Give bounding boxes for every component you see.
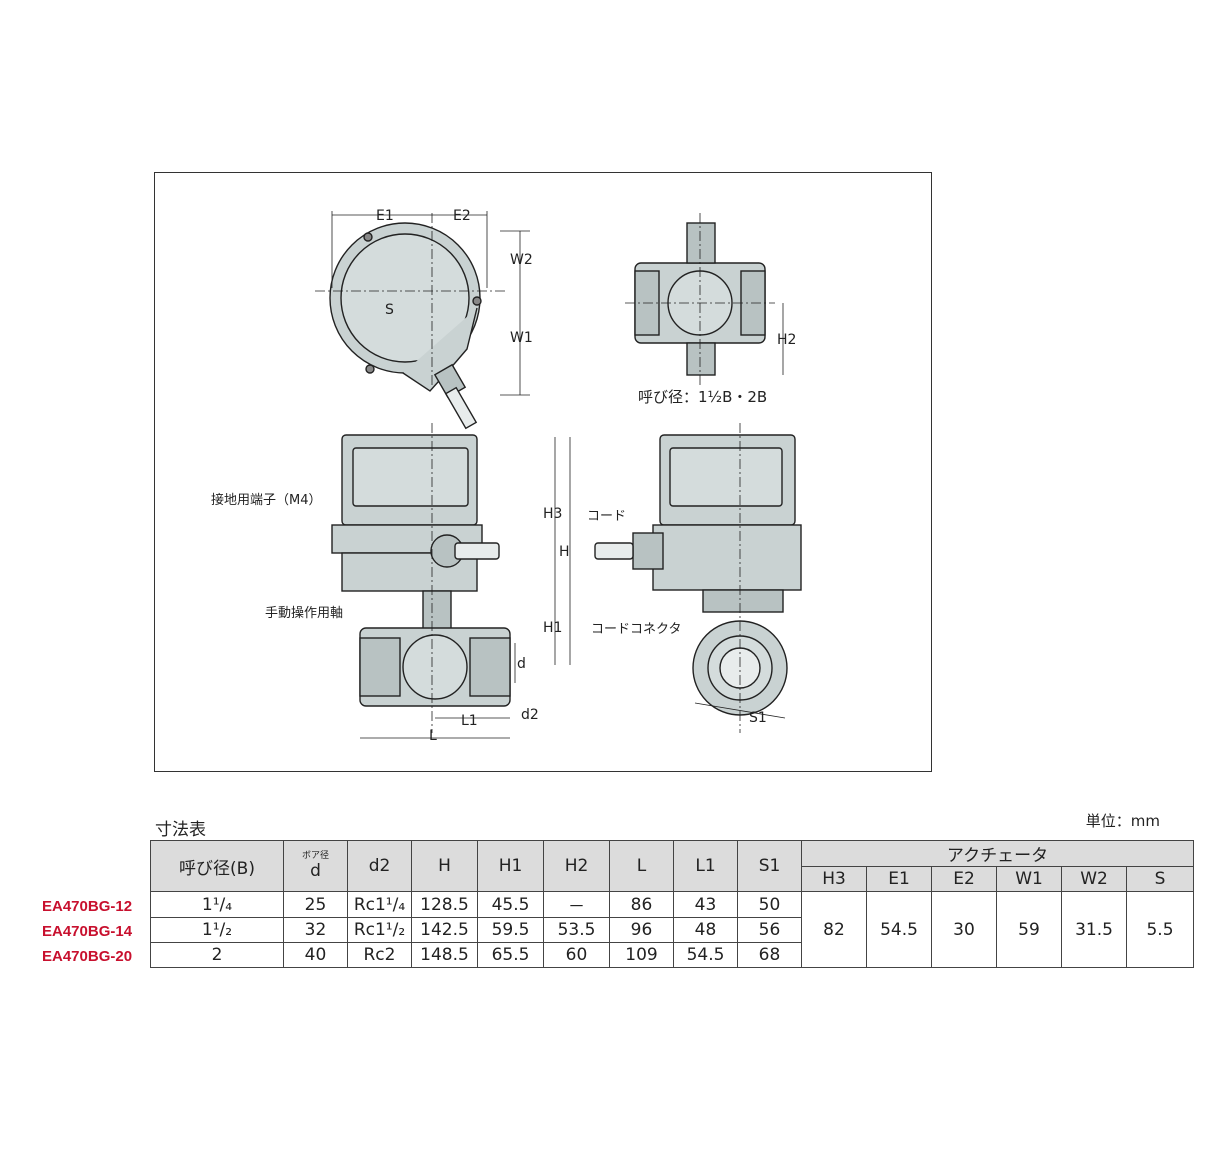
header-h: H: [411, 840, 478, 892]
cell-s: 5.5: [1126, 891, 1194, 968]
cell-h2: 60: [543, 942, 610, 968]
dim-s-label: S: [385, 302, 394, 318]
dim-h2-label: H2: [777, 332, 797, 348]
cell-d: 32: [283, 917, 348, 943]
cell-nominal: 2: [150, 942, 284, 968]
cell-h: 128.5: [411, 891, 478, 918]
cell-d2: Rc2: [347, 942, 412, 968]
cell-l1: 48: [673, 917, 738, 943]
model-name: EA470BG-12: [42, 898, 133, 915]
cell-l: 109: [609, 942, 674, 968]
header-l1: L1: [673, 840, 738, 892]
cell-d2: Rc1¹/₄: [347, 891, 412, 918]
dim-w1-label: W1: [510, 330, 533, 346]
header-actuator: アクチェータ: [801, 840, 1194, 867]
cell-nominal: 1¹/₂: [150, 917, 284, 943]
cell-w2: 31.5: [1061, 891, 1127, 968]
header-h1: H1: [477, 840, 544, 892]
model-name: EA470BG-20: [42, 948, 133, 965]
cell-e1: 54.5: [866, 891, 932, 968]
dim-h3-label: H3: [543, 506, 563, 522]
cell-s1: 68: [737, 942, 802, 968]
header-h2: H2: [543, 840, 610, 892]
cell-h2: －: [543, 891, 610, 918]
dim-e2-label: E2: [453, 208, 471, 224]
cell-l: 86: [609, 891, 674, 918]
cell-h1: 65.5: [477, 942, 544, 968]
cell-l1: 54.5: [673, 942, 738, 968]
header-w1: W1: [996, 866, 1062, 892]
cell-d2: Rc1¹/₂: [347, 917, 412, 943]
dim-d-label: d: [517, 656, 526, 672]
dim-h-label: H: [559, 544, 570, 560]
header-s1: S1: [737, 840, 802, 892]
cell-l: 96: [609, 917, 674, 943]
cell-d: 25: [283, 891, 348, 918]
ground-terminal-label: 接地用端子（M4）: [211, 493, 322, 508]
header-d2: d2: [347, 840, 412, 892]
dim-s1-label: S1: [749, 710, 767, 726]
dim-l-label: L: [429, 728, 437, 744]
dim-h1-label: H1: [543, 620, 563, 636]
model-list: EA470BG-12 EA470BG-14 EA470BG-20: [42, 894, 132, 969]
cell-h2: 53.5: [543, 917, 610, 943]
table-row: 2 40 Rc2 148.5 65.5 60 109 54.5 68: [150, 942, 1194, 968]
bore-note: 呼び径：1½B・2B: [638, 388, 768, 406]
cord-connector-label: コードコネクタ: [591, 622, 682, 637]
cell-h3: 82: [801, 891, 867, 968]
header-d-text: d: [310, 860, 321, 881]
header-nominal: 呼び径(B): [150, 840, 284, 892]
dim-d2-label: d2: [521, 707, 539, 723]
valve-drawing: [315, 211, 802, 739]
table-row: 1¹/₄ 25 Rc1¹/₄ 128.5 45.5 － 86 43 50 82 …: [150, 891, 1194, 968]
model-name: EA470BG-14: [42, 923, 133, 940]
cord-label: コード: [587, 509, 627, 524]
dim-w2-label: W2: [510, 252, 533, 268]
header-l: L: [609, 840, 674, 892]
unit-label: 単位：mm: [1085, 812, 1160, 830]
cell-w1: 59: [996, 891, 1062, 968]
header-bore-small: ボア径: [301, 850, 329, 861]
cell-s1: 56: [737, 917, 802, 943]
table-title: 寸法表: [155, 820, 206, 840]
table-row: 1¹/₂ 32 Rc1¹/₂ 142.5 59.5 53.5 96 48 56: [150, 917, 1194, 943]
header-e2: E2: [931, 866, 997, 892]
cell-h1: 59.5: [477, 917, 544, 943]
cell-d: 40: [283, 942, 348, 968]
cell-h: 148.5: [411, 942, 478, 968]
header-h3: H3: [801, 866, 867, 892]
cell-l1: 43: [673, 891, 738, 918]
header-w2: W2: [1061, 866, 1127, 892]
drawing-frame: E1 E2 W2 W1 S H2 呼び径：1½B・2B H3 H H1 d d2…: [154, 172, 932, 772]
dim-l1-label: L1: [461, 713, 478, 729]
manual-shaft-label: 手動操作用軸: [265, 606, 344, 621]
header-e1: E1: [866, 866, 932, 892]
dim-e1-label: E1: [376, 208, 394, 224]
cell-e2: 30: [931, 891, 997, 968]
cell-h1: 45.5: [477, 891, 544, 918]
cell-s1: 50: [737, 891, 802, 918]
cell-h: 142.5: [411, 917, 478, 943]
header-s: S: [1126, 866, 1194, 892]
cell-nominal: 1¹/₄: [150, 891, 284, 918]
